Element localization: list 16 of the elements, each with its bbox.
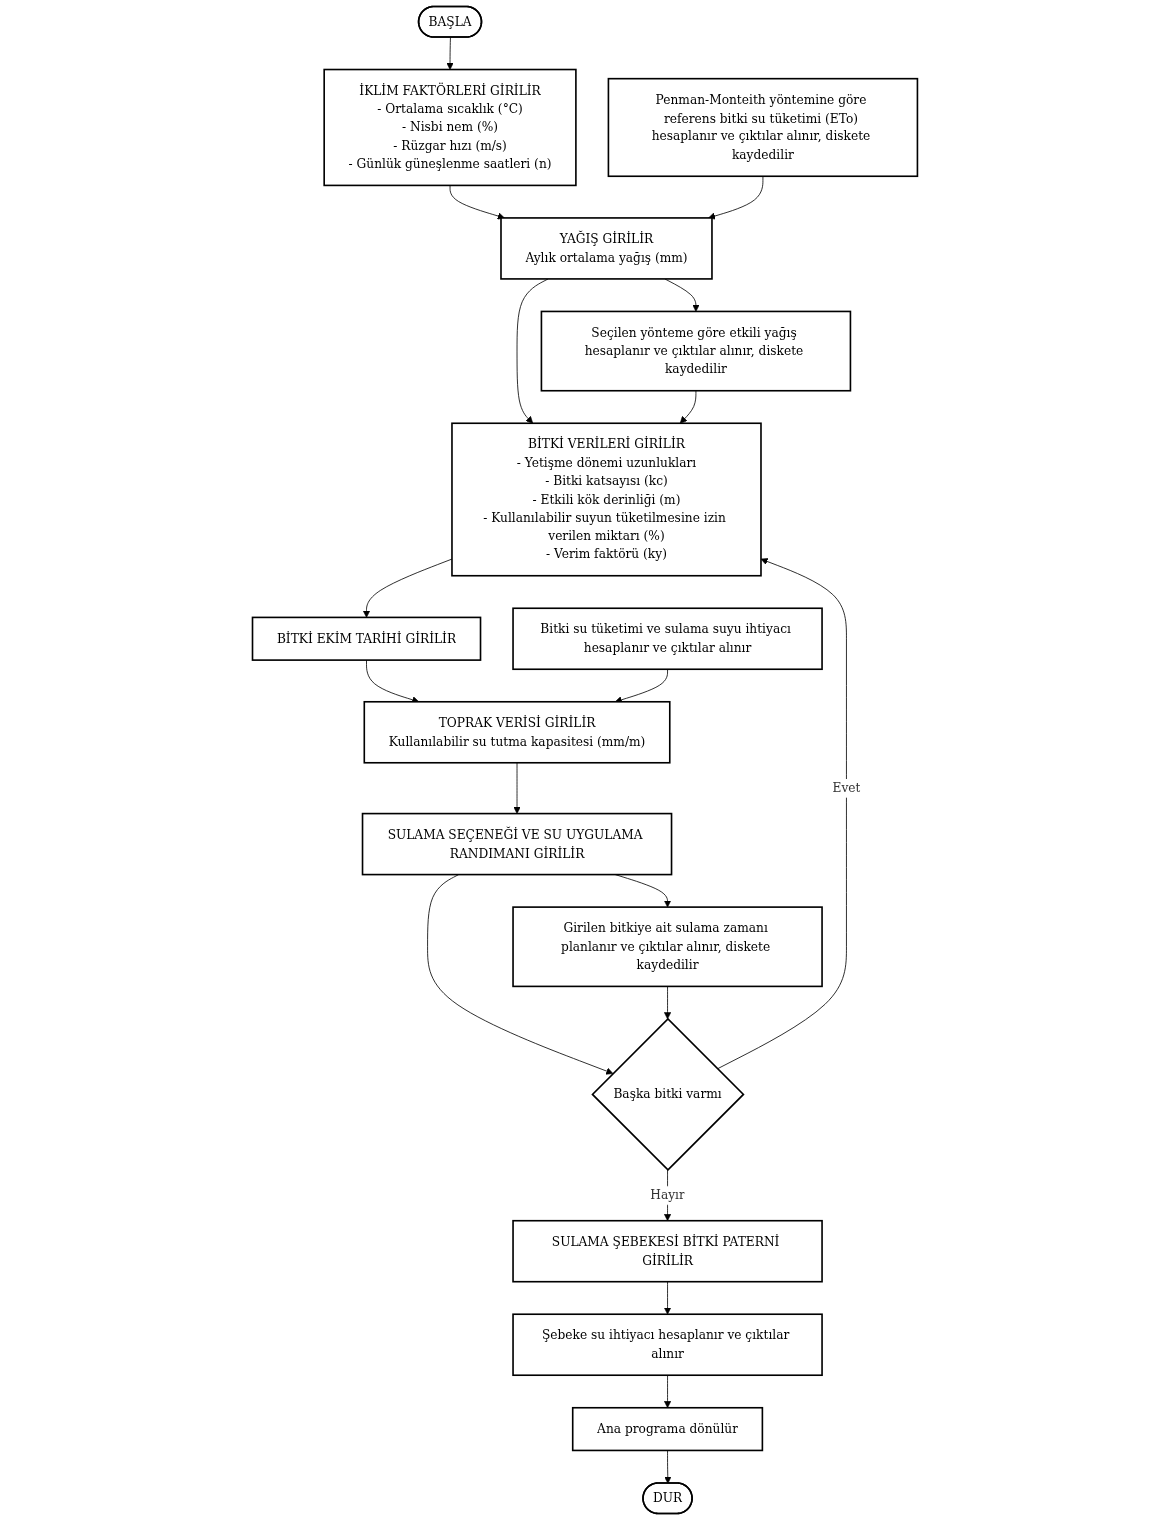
node-box: Penman-Monteith yöntemine göre referens bitki su tüketimi (ETo) hesaplanır ve çıktılar alınır, diskete kaydedilir [607,77,919,178]
node-box: YAĞIŞ GİRİLİR Aylık ortalama yağış (mm) [500,217,713,280]
node-box: Ana programa dönülür [571,1406,764,1452]
node-box: BİTKİ EKİM TARİHİ GİRİLİR [251,616,482,661]
node-box: İKLİM FAKTÖRLERİ GİRİLİR - Ortalama sıcaklık (°C) - Nisbi nem (%) - Rüzgar hızı (m/s) - Günlük güneşlenme saatleri (n) [323,68,577,187]
node-box: Seçilen yönteme göre etkili yağış hesaplanır ve çıktılar alınır, diskete kaydedilir [540,310,852,392]
node-box: SULAMA ŞEBEKESİ BİTKİ PATERNİ GİRİLİR [512,1219,823,1283]
node-box: SULAMA SEÇENEĞİ VE SU UYGULAMA RANDIMANI GİRİLİR [361,812,673,876]
node-box: Şebeke su ihtiyacı hesaplanır ve çıktılar alınır [512,1313,823,1377]
node-box: Bitki su tüketimi ve sulama suyu ihtiyacı hesaplanır ve çıktılar alınır [512,607,823,671]
edge-label: Hayır [650,1187,685,1203]
node-diamond: Başka bitki varmı [591,1017,745,1172]
node-box: TOPRAK VERİSİ GİRİLİR Kullanılabilir su tutma kapasitesi (mm/m) [363,700,671,764]
edge-label: Evet [832,780,861,796]
node-box: Girilen bitkiye ait sulama zamanı planlanır ve çıktılar alınır, diskete kaydedilir [512,906,823,988]
node-box: BİTKİ VERİLERİ GİRİLİR - Yetişme dönemi uzunlukları - Bitki katsayısı (kc) - Etkili kök derinliği (m) - Kullanılabilir suyun tüketilmesine izin verilen miktarı (%) - Verim faktörü (ky) [451,422,762,577]
